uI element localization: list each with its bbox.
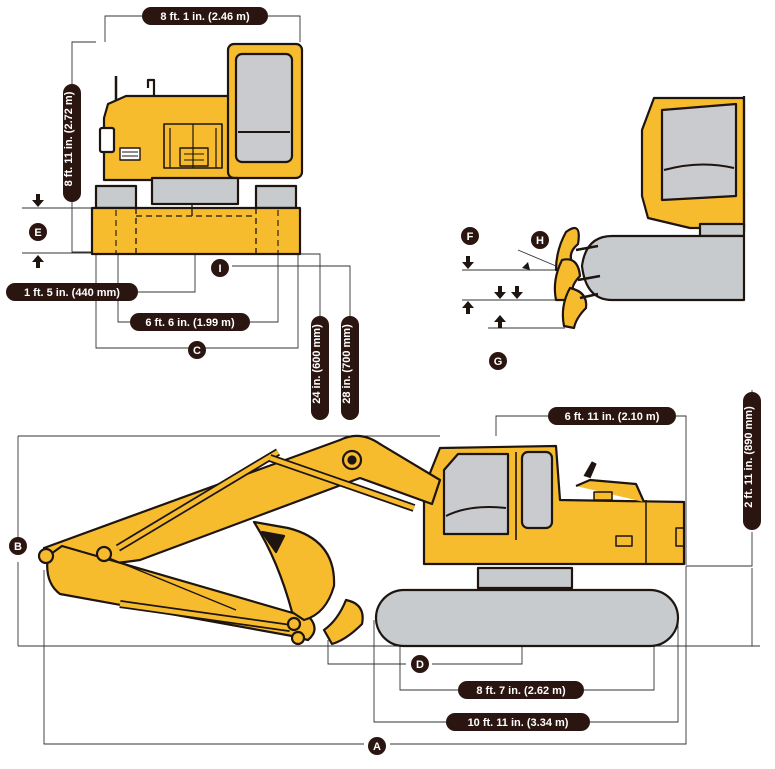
- side-view-excavator: [37, 434, 686, 648]
- front-view-excavator: [90, 42, 304, 256]
- label-pill-shoe-width-600: 24 in. (600 mm): [311, 316, 329, 420]
- svg-text:28 in. (700 mm): 28 in. (700 mm): [341, 324, 353, 404]
- svg-text:6 ft. 6 in. (1.99 m): 6 ft. 6 in. (1.99 m): [145, 317, 235, 329]
- svg-text:1 ft. 5 in. (440 mm): 1 ft. 5 in. (440 mm): [24, 287, 120, 299]
- svg-text:10 ft. 11 in. (3.34 m): 10 ft. 11 in. (3.34 m): [468, 717, 569, 729]
- svg-text:D: D: [416, 659, 424, 671]
- svg-text:G: G: [494, 356, 503, 368]
- svg-text:E: E: [34, 227, 41, 239]
- label-pill-tumbler-distance: 8 ft. 7 in. (2.62 m): [458, 681, 584, 699]
- label-pill-ground-clearance: 1 ft. 5 in. (440 mm): [6, 283, 138, 301]
- letter-marker-c: C: [188, 341, 206, 359]
- letter-marker-e: E: [29, 223, 47, 241]
- svg-text:C: C: [193, 345, 201, 357]
- letter-marker-f: F: [461, 227, 479, 245]
- svg-text:F: F: [467, 231, 474, 243]
- letter-marker-a: A: [368, 737, 386, 755]
- svg-text:8 ft. 1 in. (2.46 m): 8 ft. 1 in. (2.46 m): [160, 11, 250, 23]
- dimension-arrows: [32, 194, 530, 328]
- letter-marker-b: B: [9, 537, 27, 555]
- letter-marker-h: H: [531, 231, 549, 249]
- label-pill-counterweight-clearance: 2 ft. 11 in. (890 mm): [743, 392, 761, 530]
- svg-text:B: B: [14, 541, 22, 553]
- svg-text:8 ft. 7 in. (2.62 m): 8 ft. 7 in. (2.62 m): [476, 685, 566, 697]
- svg-text:6 ft. 11 in. (2.10 m): 6 ft. 11 in. (2.10 m): [565, 411, 660, 423]
- svg-text:A: A: [373, 741, 381, 753]
- letter-marker-g: G: [489, 352, 507, 370]
- svg-text:2 ft. 11 in. (890 mm): 2 ft. 11 in. (890 mm): [743, 406, 755, 508]
- label-pill-track-length: 10 ft. 11 in. (3.34 m): [446, 713, 590, 731]
- svg-text:H: H: [536, 235, 544, 247]
- letter-marker-d: D: [411, 655, 429, 673]
- svg-text:24 in. (600 mm): 24 in. (600 mm): [311, 324, 323, 404]
- label-pill-tail-swing-radius: 6 ft. 11 in. (2.10 m): [548, 407, 676, 425]
- letter-marker-i: I: [211, 259, 229, 277]
- label-pill-front-overall-width: 8 ft. 1 in. (2.46 m): [142, 7, 268, 25]
- label-pill-track-gauge: 6 ft. 6 in. (1.99 m): [130, 313, 250, 331]
- label-pill-shoe-width-700: 28 in. (700 mm): [341, 316, 359, 420]
- svg-text:I: I: [218, 263, 221, 275]
- label-pill-front-cab-height: 8 ft. 11 in. (2.72 m): [63, 84, 81, 202]
- svg-text:8 ft. 11 in. (2.72 m): 8 ft. 11 in. (2.72 m): [63, 91, 75, 186]
- blade-detail-view: [553, 96, 746, 330]
